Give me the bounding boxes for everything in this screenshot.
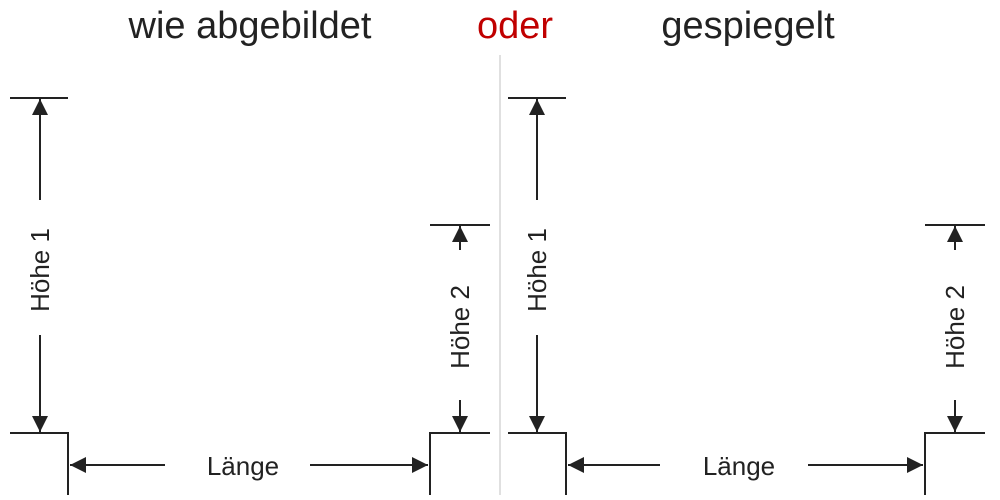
title-mirrored: gespiegelt	[661, 5, 835, 47]
length-label: Länge	[703, 451, 775, 481]
panel-as-shown: Höhe 1 Höhe 2 Länge	[10, 97, 490, 495]
left-edge-corner	[10, 432, 69, 495]
height2-label: Höhe 2	[940, 285, 970, 369]
panel-mirrored: Höhe 1 Höhe 2 Länge	[508, 97, 985, 495]
title-or: oder	[477, 5, 553, 47]
right-edge-corner	[429, 432, 490, 495]
height2-label: Höhe 2	[445, 285, 475, 369]
left-edge-corner	[508, 432, 567, 495]
right-edge-corner	[924, 432, 985, 495]
title-as-shown: wie abgebildet	[128, 5, 372, 47]
height1-label: Höhe 1	[522, 228, 552, 312]
length-label: Länge	[207, 451, 279, 481]
height1-label: Höhe 1	[25, 228, 55, 312]
